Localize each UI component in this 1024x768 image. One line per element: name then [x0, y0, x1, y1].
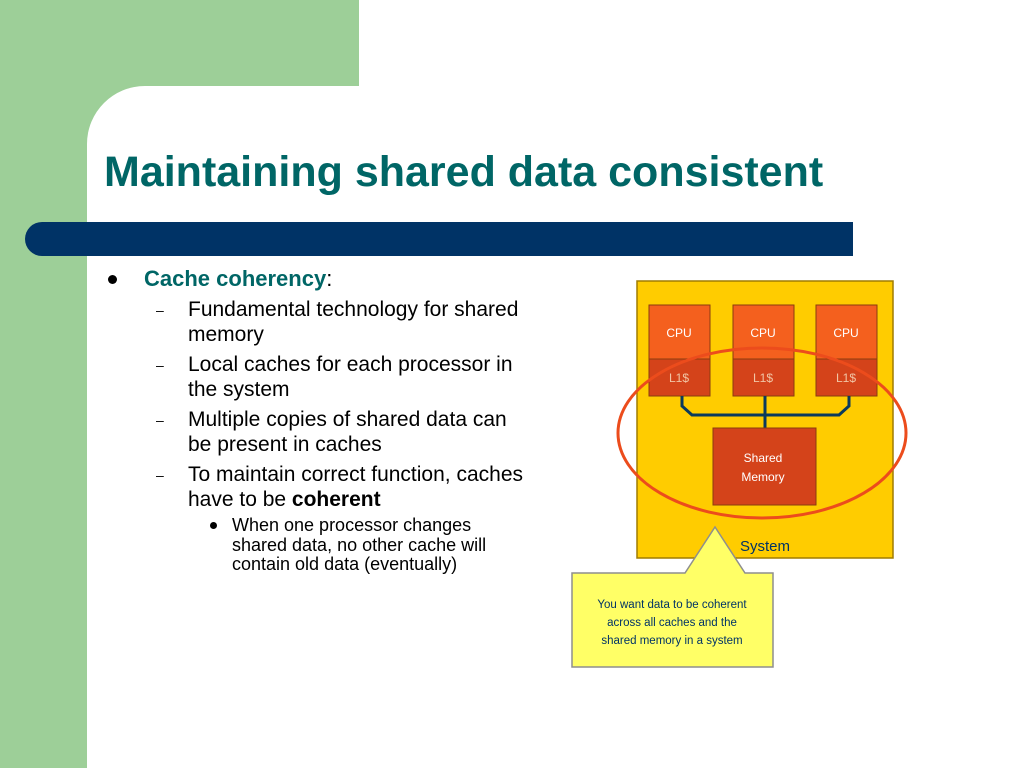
cpu-box-1 [648, 304, 711, 360]
sub-bullet-local-caches: – Local caches for each processor in the… [106, 353, 526, 402]
bullet-list: Cache coherency: – Fundamental technolog… [106, 266, 526, 575]
cache-label-1: L1$ [669, 371, 689, 385]
bullet-heading: Cache coherency [144, 266, 327, 291]
dash-icon: – [156, 412, 164, 428]
dash-icon: – [156, 302, 164, 318]
sub-bullet-bold-word: coherent [291, 487, 381, 511]
shared-memory-label-1: Shared [744, 451, 783, 465]
cpu-label-2: CPU [750, 326, 775, 340]
slide-title: Maintaining shared data consistent [104, 148, 824, 196]
callout-box [571, 525, 774, 668]
cache-box-1 [648, 358, 711, 397]
dash-icon: – [156, 467, 164, 483]
cpu-label-3: CPU [833, 326, 858, 340]
sub-sub-bullet-text: When one processor changes shared data, … [232, 515, 487, 574]
cache-coherency-diagram: CPU L1$ CPU L1$ CPU L1$ Shared Memory Sy… [571, 280, 908, 668]
title-underline-bar [25, 222, 853, 256]
bullet-dot-icon [210, 522, 217, 529]
highlight-ellipse [616, 346, 908, 520]
sub-bullet-text: Fundamental technology for shared memory [188, 298, 519, 346]
sub-bullet-text: To maintain correct function, caches hav… [188, 463, 523, 511]
sub-bullet-text: Local caches for each processor in the s… [188, 353, 513, 401]
cache-box-2 [732, 358, 795, 397]
bullet-heading-colon: : [326, 266, 333, 291]
cache-label-2: L1$ [753, 371, 773, 385]
dash-icon: – [156, 357, 164, 373]
sub-bullet-maintain: – To maintain correct function, caches h… [106, 463, 526, 512]
shared-memory-label-2: Memory [741, 470, 784, 484]
cpu-label-1: CPU [666, 326, 691, 340]
sub-sub-bullet-processor: When one processor changes shared data, … [106, 515, 512, 575]
cache-label-3: L1$ [836, 371, 856, 385]
sub-bullet-multiple-copies: – Multiple copies of shared data can be … [106, 408, 526, 457]
bullet-dot-icon [108, 275, 117, 284]
callout-line-1: You want data to be coherent [597, 599, 747, 611]
sub-bullet-fundamental: – Fundamental technology for shared memo… [106, 298, 526, 347]
cpu-box-3 [815, 304, 878, 360]
callout-line-3: shared memory in a system [601, 635, 742, 647]
callout-line-2: across all caches and the [607, 617, 737, 629]
shared-memory-box [712, 427, 817, 506]
system-label: System [740, 538, 790, 555]
sub-bullet-text: Multiple copies of shared data can be pr… [188, 408, 507, 456]
bullet-cache-coherency: Cache coherency: [106, 266, 526, 292]
